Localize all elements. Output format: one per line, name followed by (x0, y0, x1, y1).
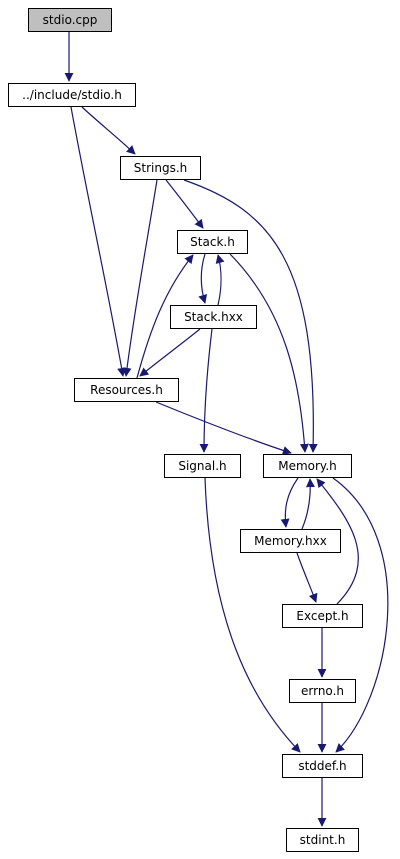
node-label: stddef.h (298, 759, 346, 773)
node-label: stdint.h (300, 833, 346, 847)
edge-except-h-to-memory-h (316, 478, 359, 605)
edge-arrow (316, 478, 359, 605)
edge-resources-h-to-stack-h (136, 254, 194, 379)
edge-arrow (183, 179, 318, 453)
edges-layer (64, 32, 389, 827)
node-label: Stack.h (190, 235, 235, 249)
edge-resources-h-to-memory-h (155, 401, 292, 455)
edge-arrow (301, 478, 315, 530)
node-stack-hxx[interactable]: Stack.hxx (170, 305, 257, 329)
edge-arrow (198, 253, 208, 304)
node-label: Resources.h (90, 383, 163, 397)
edge-arrow (332, 477, 389, 753)
node-except-h[interactable]: Except.h (282, 604, 363, 628)
node-label: errno.h (301, 684, 344, 698)
edge-stack-h-to-stack-hxx (198, 253, 208, 304)
edge-arrow (199, 328, 213, 453)
node-signal-h[interactable]: Signal.h (164, 454, 241, 478)
node-label: Signal.h (178, 459, 226, 473)
edge-arrow (165, 179, 204, 229)
edge-arrow (229, 253, 309, 453)
node-label: Memory.h (278, 459, 337, 473)
edge-memory-hxx-to-memory-h (301, 478, 315, 530)
node-box[interactable] (263, 454, 352, 478)
node-box[interactable] (170, 305, 257, 329)
node-memory-hxx[interactable]: Memory.hxx (240, 529, 341, 553)
node-box[interactable] (120, 156, 201, 180)
edge-stack-h-to-memory-h (229, 253, 309, 453)
node-box[interactable] (282, 754, 363, 778)
edge-memory-h-to-memory-hxx (280, 477, 299, 528)
node-box[interactable] (177, 230, 248, 254)
node-label: Strings.h (134, 161, 187, 175)
node-include-stdio-h[interactable]: ../include/stdio.h (8, 83, 136, 107)
node-label: Except.h (296, 609, 348, 623)
edge-arrow (215, 254, 225, 306)
edge-stack-hxx-to-signal-h (199, 328, 213, 453)
edge-arrow (136, 254, 194, 379)
edge-memory-h-to-stddef-h (332, 477, 389, 753)
node-box[interactable] (286, 828, 359, 852)
edge-arrow (70, 106, 127, 377)
node-memory-h[interactable]: Memory.h (263, 454, 352, 478)
node-label: stdio.cpp (43, 13, 98, 27)
edge-strings-h-to-resources-h (122, 179, 158, 377)
edge-stack-hxx-to-resources-h (139, 328, 201, 377)
edge-arrow (81, 106, 136, 155)
edge-arrow (122, 179, 158, 377)
edge-arrow (296, 552, 318, 603)
node-box[interactable] (74, 378, 179, 402)
edge-arrow (280, 477, 299, 528)
node-stdio-cpp[interactable]: stdio.cpp (28, 8, 112, 32)
edge-memory-hxx-to-except-h (296, 552, 318, 603)
edge-signal-h-to-stddef-h (204, 477, 301, 753)
node-stack-h[interactable]: Stack.h (177, 230, 248, 254)
node-label: ../include/stdio.h (22, 88, 122, 102)
node-box[interactable] (240, 529, 341, 553)
nodes-layer: stdio.cpp ../include/stdio.hStrings.hStac… (8, 8, 363, 852)
node-box[interactable] (289, 679, 356, 703)
edge-arrow (155, 401, 292, 455)
edge-arrow (204, 477, 301, 753)
edge-include-stdio-h-to-strings-h (81, 106, 136, 155)
edge-strings-h-to-memory-h (183, 179, 318, 453)
edge-arrow (139, 328, 201, 377)
node-box[interactable] (282, 604, 363, 628)
node-strings-h[interactable]: Strings.h (120, 156, 201, 180)
node-box[interactable] (164, 454, 241, 478)
edge-include-stdio-h-to-resources-h (70, 106, 127, 377)
node-stdint-h[interactable]: stdint.h (286, 828, 359, 852)
edge-strings-h-to-stack-h (165, 179, 204, 229)
node-box[interactable] (28, 8, 112, 32)
node-box[interactable] (8, 83, 136, 107)
node-stddef-h[interactable]: stddef.h (282, 754, 363, 778)
node-label: Memory.hxx (254, 534, 327, 548)
edge-stack-hxx-to-stack-h (215, 254, 225, 306)
node-resources-h[interactable]: Resources.h (74, 378, 179, 402)
node-label: Stack.hxx (184, 310, 243, 324)
node-errno-h[interactable]: errno.h (289, 679, 356, 703)
